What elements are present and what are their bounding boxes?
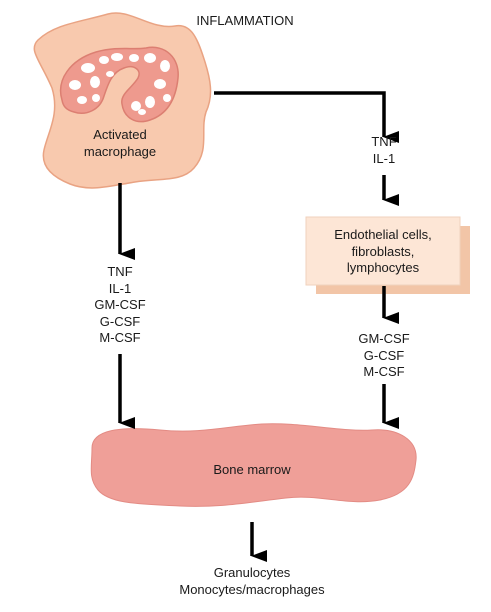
right-csf-item: GM-CSF	[358, 331, 410, 346]
output-cell-list: Granulocytes Monocytes/macrophages	[142, 565, 362, 598]
macrophage-label-line2: macrophage	[83, 143, 157, 159]
right-cytokine-item: TNF	[371, 134, 397, 149]
connector-arrows	[118, 91, 399, 562]
right-csf-item: G-CSF	[363, 347, 405, 363]
right-cytokine-item: IL-1	[372, 150, 396, 166]
left-cytokine-item: G-CSF	[99, 313, 141, 329]
right-cytokine-list: TNF IL-1	[334, 134, 434, 167]
output-cell-item: Monocytes/macrophages	[179, 581, 325, 597]
stromal-cells-box	[305, 216, 470, 294]
bone-marrow-shape	[90, 423, 417, 507]
bone-marrow-label: Bone marrow	[213, 462, 291, 477]
left-cytokine-item: M-CSF	[99, 330, 141, 345]
stromal-box-line2: fibroblasts,	[351, 243, 415, 259]
left-cytokine-item: IL-1	[108, 280, 132, 296]
output-cell-item: Granulocytes	[213, 565, 291, 580]
stromal-box-line1: Endothelial cells,	[334, 227, 432, 242]
stromal-box-line3: lymphocytes	[346, 260, 420, 275]
macrophage-label: Activated macrophage	[60, 127, 180, 160]
activated-macrophage-cell	[33, 12, 212, 189]
left-cytokine-item: GM-CSF	[94, 297, 146, 312]
arrow-macrophage-to-right-branch	[214, 91, 399, 143]
diagram-title: INFLAMMATION	[196, 13, 294, 28]
right-csf-list: GM-CSF G-CSF M-CSF	[334, 331, 434, 381]
left-cytokine-list: TNF IL-1 GM-CSF G-CSF M-CSF	[70, 264, 170, 347]
stromal-box-label: Endothelial cells, fibroblasts, lymphocy…	[306, 227, 460, 277]
macrophage-label-line1: Activated	[93, 127, 147, 142]
left-cytokine-item: TNF	[107, 264, 133, 279]
right-csf-item: M-CSF	[363, 364, 405, 379]
